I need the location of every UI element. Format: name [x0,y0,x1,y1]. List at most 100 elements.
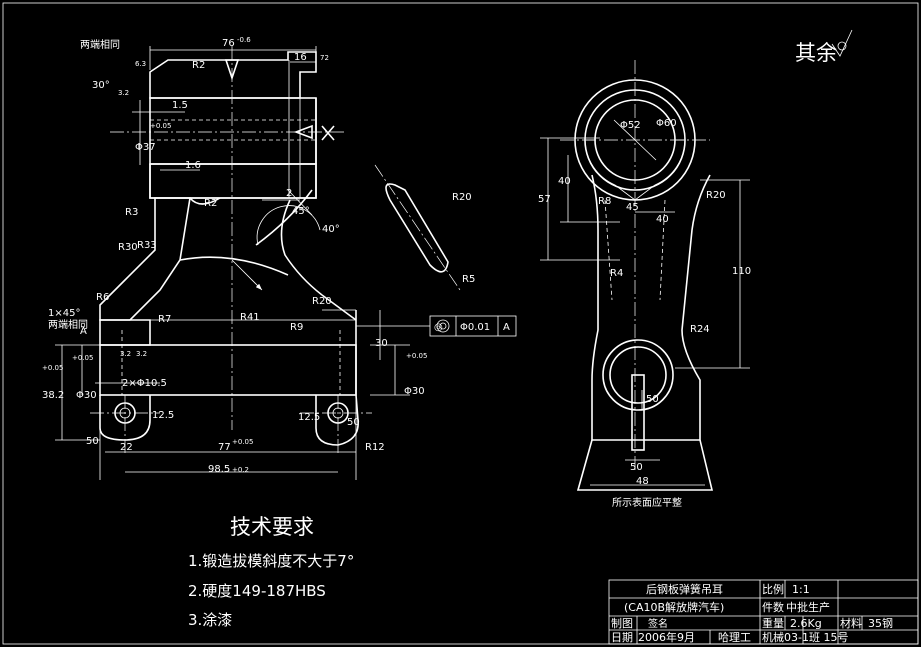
dim-r2-lower: R2 [204,198,217,209]
dim-r2: R2 [192,60,205,71]
side-body [591,174,711,441]
dim-r9: R9 [290,322,303,333]
tb-scale-label: 比例 [762,582,784,596]
rough-32b: 3.2 [120,350,131,358]
tb-weight-label: 重量 [762,616,784,630]
dim-holes: 2×Φ10.5 [122,378,167,389]
tb-weight-value: 2.6Kg [790,617,822,630]
dim-r20-section: R20 [452,192,472,203]
rough-32a: 3.2 [118,89,129,97]
dim-r41: R41 [240,312,260,323]
dim-chamfer: 1×45° [48,308,80,319]
arm-web [99,197,191,321]
dim-1-6: 1.6 [185,160,201,171]
tb-scale-value: 1:1 [792,583,810,596]
dim-r33: R33 [137,240,157,251]
dim-50b-side: 50 [630,462,643,473]
dim-110: 110 [732,266,751,277]
title-block [608,579,919,645]
tb-material-label: 材料 [840,616,862,630]
tb-qty-label: 件数 [762,601,784,614]
dim-dia30-left-tol: +0.05 [72,354,93,362]
dim-angle-40: 40° [322,224,340,235]
dim-77: 77 [218,442,231,453]
surface-finish-label: 其余 [795,41,837,65]
bottom-note: 所示表面应平整 [612,496,682,509]
dim-dia30-right-tol: +0.05 [406,352,427,360]
rough-63: 6.3 [135,60,146,68]
surface-finish-symbol [831,29,853,57]
dim-angle-30: 30° [92,80,110,91]
dim-r8: R8 [598,196,611,207]
dim-r6: R6 [96,292,109,303]
tb-vehicle: (CA10B解放牌汽车) [624,600,724,614]
dim-2: 2 [286,188,292,199]
dim-top-width: 76 [222,38,235,49]
tb-qty-value: 中批生产 [786,600,830,614]
dim-r20: R20 [312,296,332,307]
dim-45: 45 [626,202,639,213]
side-view [540,60,750,491]
tb-date-label: 日期 [611,631,633,644]
tech-req-title: 技术要求 [230,515,314,539]
dim-r3: R3 [125,207,138,218]
dim-dia30-right: Φ30 [404,386,425,397]
dim-12-5a: 12.5 [152,410,174,421]
dim-right-angle: 72 [320,54,329,62]
dim-40h: 40 [656,214,669,225]
dim-r5-section: R5 [462,274,475,285]
dim-50b: 50 [347,417,360,428]
dim-38-2: 38.2 [42,390,64,401]
section-view [55,46,430,480]
removed-section [374,164,461,291]
dim-12-5b: 12.5 [298,412,320,423]
dim-right-step: 16 [294,52,307,63]
tolerance-frame [429,315,517,337]
dim-50-side: 50 [646,394,659,405]
datum-a: A [80,326,87,337]
dim-98-5: 98.5 [208,464,230,475]
dim-r30: R30 [118,242,138,253]
dim-r12: R12 [365,442,385,453]
dim-77-tol: +0.05 [232,438,253,446]
dim-dia37-tol: +0.05 [150,122,171,130]
tb-drawn-label: 制图 [611,617,633,630]
dim-r7: R7 [158,314,171,325]
tech-req-item-3: 3.涂漆 [188,611,232,629]
dim-dia37: Φ37 [135,142,156,153]
dim-22: 22 [120,442,133,453]
tb-date-value: 2006年9月 [638,630,695,644]
tech-req-item-1: 1.锻造拔模斜度不大于7° [188,552,354,570]
tb-class: 机械03-1班 15号 [762,630,848,644]
tech-req-item-2: 2.硬度149-187HBS [188,582,326,600]
dim-50: 50 [86,436,99,447]
dim-r24: R24 [690,324,710,335]
dim-1-5: 1.5 [172,100,188,111]
dim-r4: R4 [610,268,623,279]
dim-dia60: Φ60 [656,118,677,129]
tb-school: 哈理工 [718,631,751,644]
both-ends-note-top: 两端相同 [80,38,120,51]
dim-57: 57 [538,194,551,205]
dim-dia52: Φ52 [620,120,641,131]
dim-30: 30 [375,338,388,349]
dim-40v: 40 [558,176,571,187]
dim-r20-side: R20 [706,190,726,201]
tol-value: Φ0.01 [460,322,490,333]
dim-dia30-left: Φ30 [76,390,97,401]
tb-part-name: 后钢板弹簧吊耳 [646,582,723,596]
dim-angle-45: 45° [292,206,310,217]
rough-32c: 3.2 [136,350,147,358]
bottom-beam [99,319,151,346]
dim-48: 48 [636,476,649,487]
both-ends-note-lower: 两端相同 [48,318,88,331]
tb-material-value: 35钢 [868,617,893,630]
dim-98-5-tol: +0.2 [232,466,249,474]
dim-top-width-tol: -0.6 [237,36,251,44]
tol-symbol: ◎ [434,322,443,333]
tol-datum: A [503,322,510,333]
dim-38-2-tol: +0.05 [42,364,63,372]
tb-drawn-value: 签名 [648,617,668,630]
